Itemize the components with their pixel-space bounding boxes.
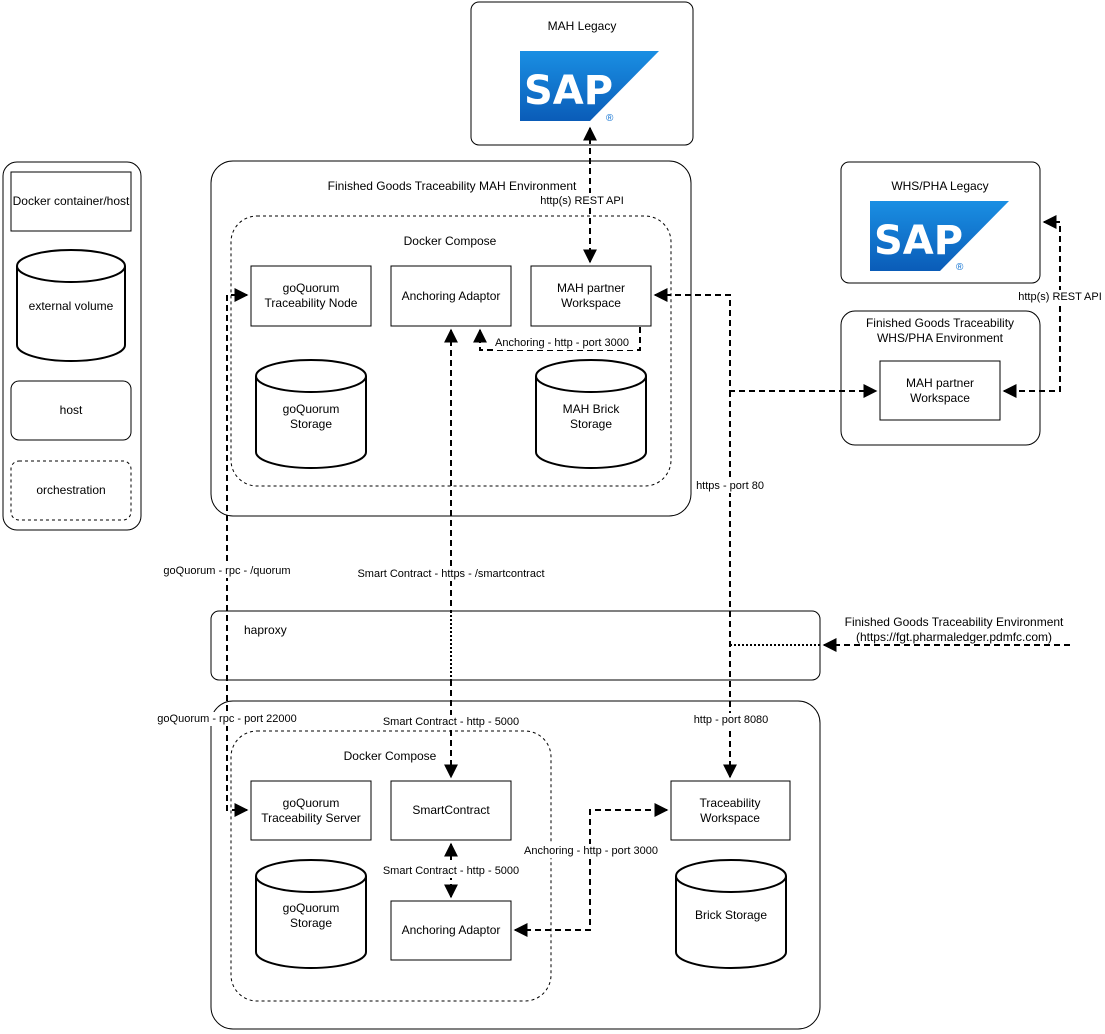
legend-container: Docker container/host (10, 171, 132, 232)
svg-text:Storage: Storage (570, 417, 612, 431)
legend-volume-label: external volume (29, 299, 114, 313)
mah-brick-storage: MAH Brick Storage (535, 359, 647, 469)
whs-partner-workspace: MAH partner Workspace (879, 360, 1001, 421)
svg-text:Workspace: Workspace (700, 811, 760, 825)
legend-host-label: host (60, 403, 83, 417)
mah-partner-workspace: MAH partner Workspace (530, 265, 652, 327)
svg-text:MAH partner: MAH partner (906, 376, 974, 390)
svg-text:®: ® (956, 262, 964, 273)
mah-compose-label: Docker Compose (404, 234, 497, 248)
whs-environment-host: Finished Goods Traceability WHS/PHA Envi… (840, 310, 1041, 446)
svg-text:®: ® (606, 113, 614, 124)
bottom-compose-label: Docker Compose (344, 749, 437, 763)
goquorum-traceability-node: goQuorum Traceability Node (250, 265, 372, 327)
goquorum-traceability-server: goQuorum Traceability Server (250, 780, 372, 841)
svg-text:Storage: Storage (290, 417, 332, 431)
sap-logo-icon: SAP ® (520, 51, 659, 124)
whs-legacy-box: WHS/PHA Legacy SAP ® (840, 161, 1041, 284)
svg-text:SAP: SAP (874, 218, 963, 264)
rest-api-whs-connector (1002, 215, 1061, 398)
mah-legacy-box: MAH Legacy SAP ® (470, 1, 694, 146)
svg-text:Workspace: Workspace (910, 391, 970, 405)
svg-text:Finished Goods Traceability En: Finished Goods Traceability Environment (845, 615, 1064, 629)
svg-text:goQuorum: goQuorum (283, 402, 340, 416)
smartcontract-5000-bottom-label: Smart Contract - http - 5000 (383, 865, 519, 877)
svg-text:Brick Storage: Brick Storage (695, 908, 767, 922)
svg-text:Finished Goods Traceability: Finished Goods Traceability (866, 316, 1014, 330)
goquorum-rpc-connector (226, 288, 249, 817)
rest-api-whs-label: http(s) REST API (1018, 291, 1102, 303)
mah-legacy-title: MAH Legacy (548, 19, 617, 33)
http-8080-label: http - port 8080 (694, 714, 769, 726)
edge-labels: http(s) REST API http(s) REST API Anchor… (156, 193, 1104, 878)
legend-orchestration-label: orchestration (36, 483, 105, 497)
mah-anchoring-adaptor: Anchoring Adaptor (390, 265, 512, 327)
legend-orchestration: orchestration (10, 460, 132, 521)
https-80-connector (653, 288, 878, 398)
svg-text:MAH Brick: MAH Brick (563, 402, 621, 416)
svg-text:SAP: SAP (524, 68, 613, 114)
svg-text:MAH partner: MAH partner (557, 281, 625, 295)
haproxy-host: haproxy (210, 610, 821, 681)
anchoring-bottom-connector (513, 803, 669, 937)
svg-text:Storage: Storage (290, 916, 332, 930)
goquorum-22000-label: goQuorum - rpc - port 22000 (157, 713, 296, 725)
svg-text:Traceability Server: Traceability Server (261, 811, 361, 825)
svg-text:Traceability: Traceability (700, 796, 761, 810)
smartcontract-https-label: Smart Contract - https - /smartcontract (357, 568, 544, 580)
legend-volume-cylinder: external volume (16, 249, 126, 362)
smartcontract-5000-top-label: Smart Contract - http - 5000 (383, 716, 519, 728)
bottom-goquorum-storage: goQuorum Storage (255, 859, 367, 969)
external-environment: Finished Goods Traceability Environment … (845, 615, 1064, 644)
mah-goquorum-storage: goQuorum Storage (255, 359, 367, 469)
goquorum-rpc-label: goQuorum - rpc - /quorum (163, 565, 290, 577)
traceability-workspace: Traceability Workspace (670, 780, 791, 841)
smartcontract: SmartContract (390, 780, 512, 841)
https-80-label: https - port 80 (696, 480, 764, 492)
anchoring-top-label: Anchoring - http - port 3000 (495, 337, 629, 349)
svg-text:goQuorum: goQuorum (283, 796, 340, 810)
anchoring-bottom-label: Anchoring - http - port 3000 (524, 845, 658, 857)
legend: Docker container/host external volume ho… (2, 161, 142, 531)
rest-api-mah-label: http(s) REST API (540, 195, 624, 207)
legend-container-label: Docker container/host (13, 194, 130, 208)
svg-text:goQuorum: goQuorum (283, 281, 340, 295)
svg-text:SmartContract: SmartContract (412, 803, 490, 817)
legend-host: host (10, 380, 132, 441)
bottom-anchoring-adaptor: Anchoring Adaptor (390, 900, 512, 961)
haproxy-label: haproxy (244, 623, 287, 637)
svg-text:Workspace: Workspace (561, 296, 621, 310)
sap-logo-icon: SAP ® (870, 201, 1009, 273)
svg-text:Anchoring Adaptor: Anchoring Adaptor (402, 289, 501, 303)
whs-legacy-title: WHS/PHA Legacy (891, 179, 988, 193)
svg-text:Traceability Node: Traceability Node (265, 296, 358, 310)
mah-environment-title: Finished Goods Traceability MAH Environm… (328, 179, 577, 193)
brick-storage: Brick Storage (675, 859, 787, 969)
svg-text:Anchoring Adaptor: Anchoring Adaptor (402, 923, 501, 937)
svg-text:(https://fgt.pharmaledger.pdmf: (https://fgt.pharmaledger.pdmfc.com) (856, 630, 1052, 644)
svg-text:WHS/PHA Environment: WHS/PHA Environment (877, 331, 1004, 345)
svg-text:goQuorum: goQuorum (283, 901, 340, 915)
